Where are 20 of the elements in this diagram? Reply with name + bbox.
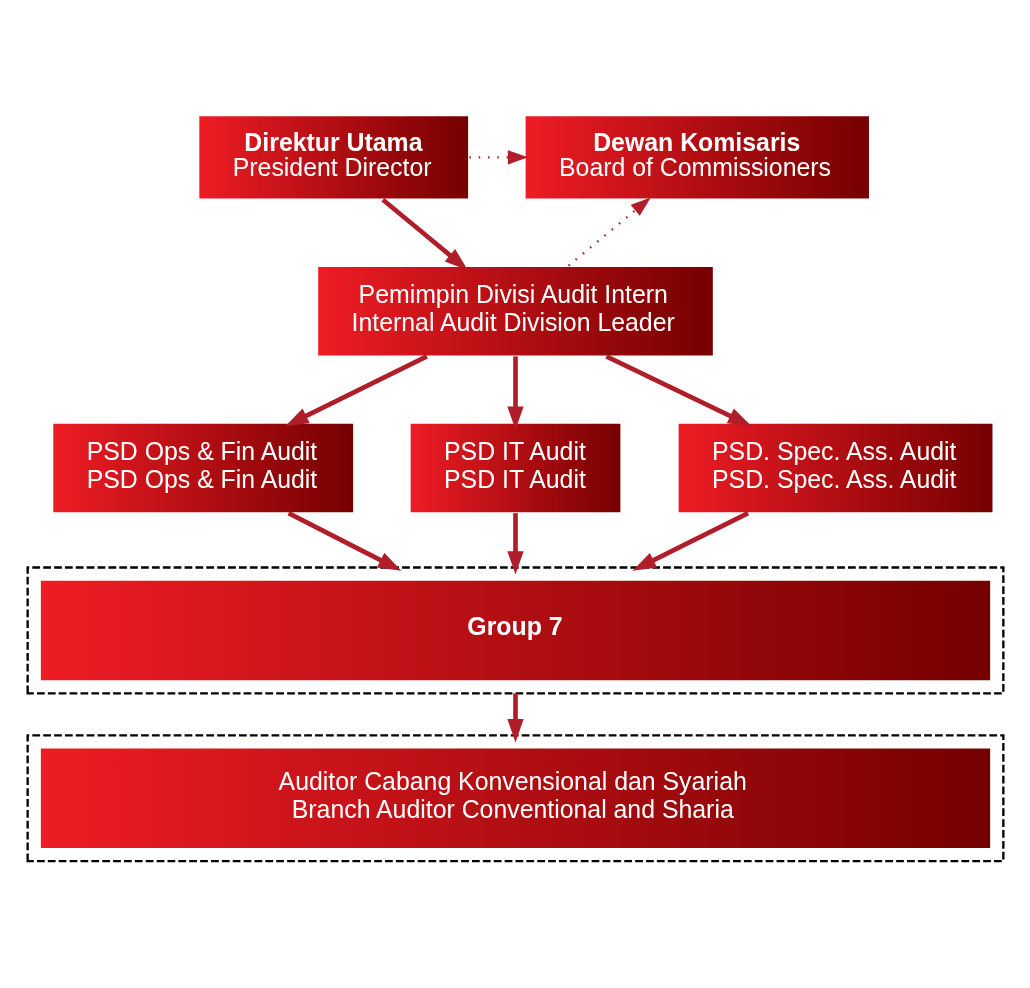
arrow bbox=[506, 692, 524, 742]
cluster bbox=[25, 733, 1005, 862]
arrow bbox=[567, 196, 651, 267]
node-box: Direktur Utama President Director bbox=[197, 114, 470, 200]
arrow bbox=[632, 510, 749, 571]
arrow bbox=[506, 355, 524, 430]
node-box: Auditor Cabang Konvensional dan Syariah Branch Auditor Conventional and Sharia bbox=[38, 746, 992, 849]
node-box: Group 7 bbox=[38, 578, 992, 682]
arrow bbox=[468, 149, 528, 164]
arrow bbox=[284, 353, 428, 426]
node-box: Dewan Komisaris Board of Commissioners bbox=[523, 114, 870, 200]
node-box: PSD. Spec. Ass. Audit PSD. Spec. Ass. Audit bbox=[676, 421, 994, 514]
arrow bbox=[380, 197, 468, 270]
arrow bbox=[506, 512, 524, 575]
node-box: Pemimpin Divisi Audit Intern Internal Audit Division Leader bbox=[316, 264, 714, 357]
arrow bbox=[604, 353, 751, 426]
arrow bbox=[287, 510, 401, 571]
cluster bbox=[25, 565, 1005, 695]
node-box: PSD IT Audit PSD IT Audit bbox=[408, 421, 622, 514]
node-box: PSD Ops & Fin Audit PSD Ops & Fin Audit bbox=[51, 421, 355, 514]
